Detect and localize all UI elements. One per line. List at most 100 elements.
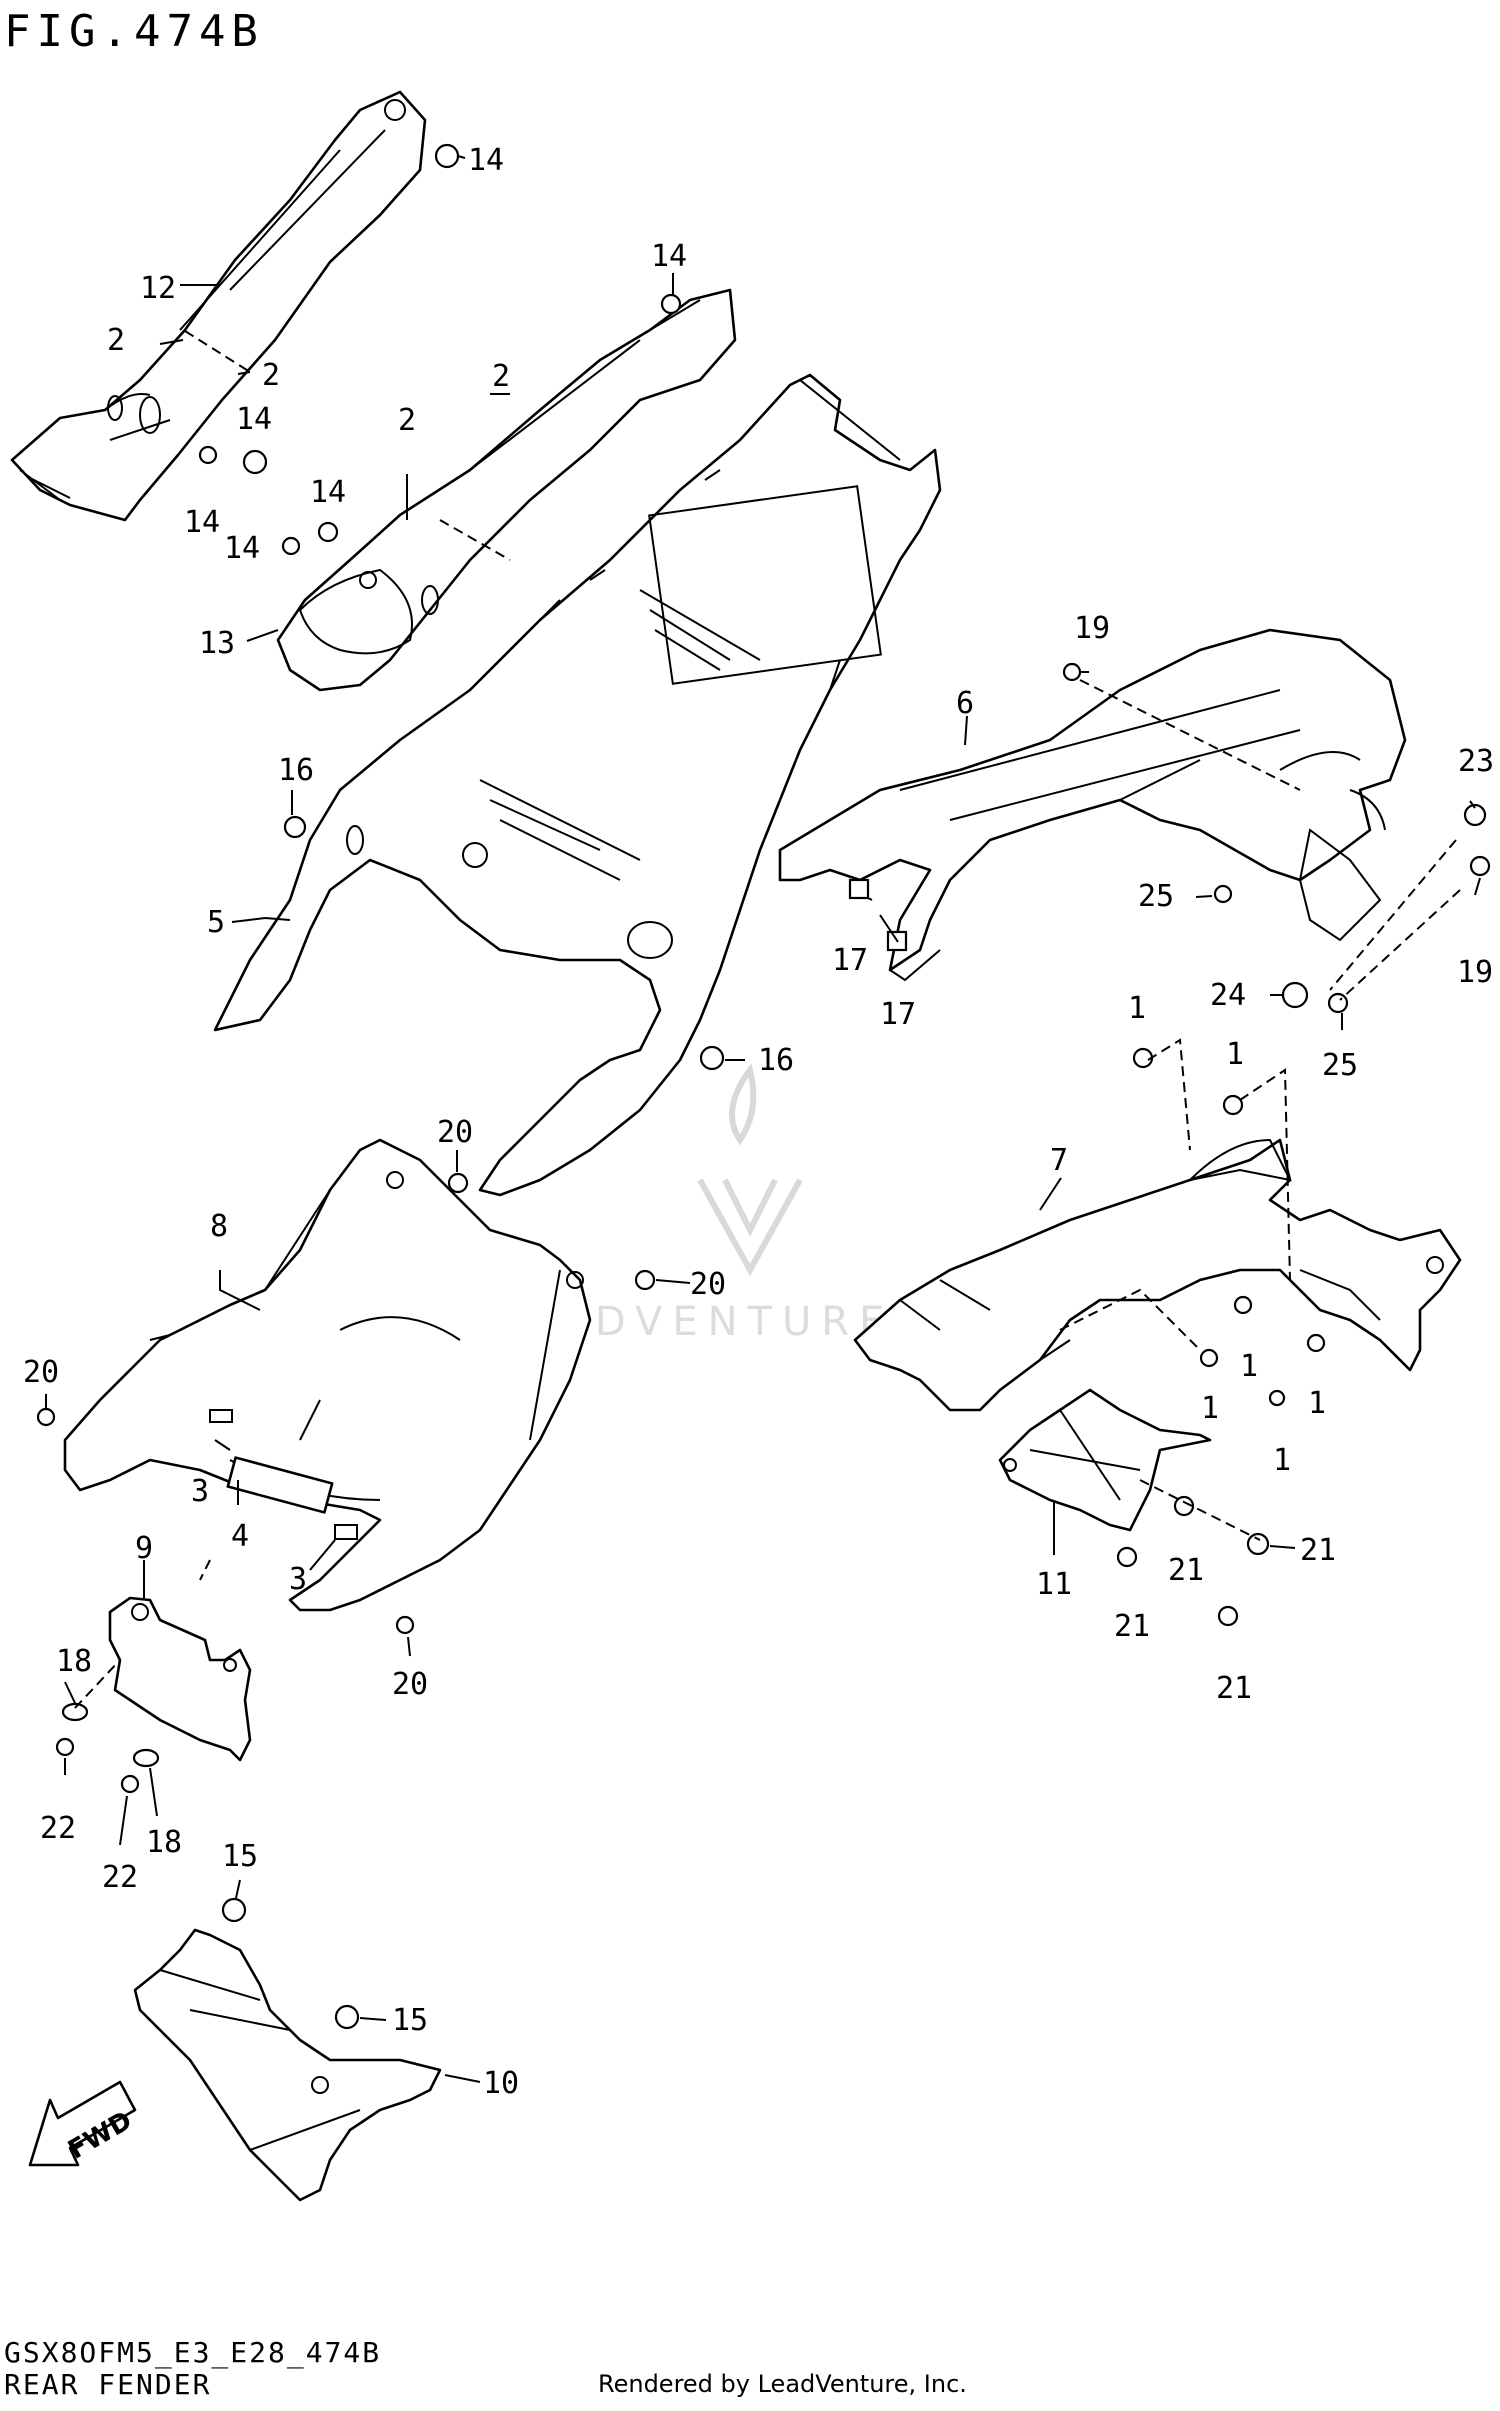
callout-10: 10 [483,2066,519,2101]
screw-1b [1222,1094,1244,1116]
washer-18b [132,1748,160,1768]
callout-1: 1 [1226,1037,1244,1072]
callout-1: 1 [1273,1443,1291,1478]
callout-3: 3 [289,1562,307,1597]
bolt-21b [1246,1532,1270,1556]
callout-21: 21 [1300,1533,1336,1568]
bolt-14f [281,536,301,556]
callout-2: 2 [492,359,510,394]
callout-16: 16 [758,1043,794,1078]
bolt-20d [395,1615,415,1635]
assembly-lines [74,330,1461,1709]
nut-24 [1281,981,1309,1009]
bolt-19a [1062,662,1082,682]
callout-20: 20 [690,1267,726,1302]
callout-15: 15 [222,1839,258,1874]
fasteners [36,143,1491,2030]
bolt-16a [283,815,307,839]
callout-14: 14 [468,143,504,178]
callout-21: 21 [1168,1553,1204,1588]
callout-3: 3 [191,1474,209,1509]
nut-15b [334,2004,360,2030]
nut-15a [221,1897,247,1923]
callout-23: 23 [1458,744,1494,779]
callout-1: 1 [1240,1349,1258,1384]
callout-4: 4 [231,1519,249,1554]
callout-14: 14 [184,505,220,540]
figure-name: REAR FENDER [4,2368,212,2401]
callout-25: 25 [1138,879,1174,914]
callout-labels: 14 12 2 2 14 2 14 2 14 14 14 13 19 6 23 … [23,143,1494,2101]
screw-1c [1233,1295,1253,1315]
callout-1: 1 [1128,991,1146,1026]
callout-17: 17 [832,943,868,978]
callout-24: 24 [1210,978,1246,1013]
callout-18: 18 [56,1644,92,1679]
bolt-14d [198,445,218,465]
screw-1f [1268,1389,1286,1407]
bolt-14b [660,293,682,315]
figure-title: FIG.474B [4,6,264,57]
part-12-side-cover [10,90,427,522]
callout-14: 14 [651,239,687,274]
bolt-20b [634,1269,656,1291]
bolt-20a [447,1172,469,1194]
bolt-23 [1463,803,1487,827]
fwd-arrow: FWD [28,2080,137,2167]
callout-1: 1 [1308,1386,1326,1421]
callout-1: 1 [1201,1391,1219,1426]
callout-11: 11 [1036,1567,1072,1602]
washer-25a [1213,884,1233,904]
part-5-rear-frame-panel [213,373,942,1197]
screw-1a [1132,1047,1154,1069]
bolt-14e [317,521,339,543]
callout-13: 13 [199,626,235,661]
callout-9: 9 [135,1531,153,1566]
screw-1e [1306,1333,1326,1353]
screw-22b [120,1774,140,1794]
callout-21: 21 [1216,1671,1252,1706]
callout-14: 14 [310,475,346,510]
part-6-rear-fender [778,628,1407,982]
callout-19: 19 [1074,611,1110,646]
washer-18a [61,1702,89,1722]
bolt-16b [699,1045,725,1071]
screw-1d [1199,1348,1219,1368]
bolt-21d [1217,1605,1239,1627]
leader-lines [45,155,1481,2083]
bolt-14a [434,143,460,169]
callout-17: 17 [880,997,916,1032]
callout-2: 2 [107,323,125,358]
figure-code: GSX8OFM5_E3_E28_474B [4,2336,382,2369]
callout-22: 22 [40,1811,76,1846]
part-8-inner-fender [63,1138,592,1612]
bolt-14c [242,449,268,475]
callout-21: 21 [1114,1609,1150,1644]
washer-25b [1327,992,1349,1014]
part-9-plate [108,1596,252,1762]
bolt-21a [1173,1495,1195,1517]
callout-6: 6 [956,686,974,721]
callout-22: 22 [102,1860,138,1895]
callout-16: 16 [278,753,314,788]
callout-15: 15 [392,2003,428,2038]
callout-19: 19 [1457,955,1493,990]
callout-2: 2 [398,403,416,438]
part-11-bracket [998,1388,1212,1532]
bolt-20c [36,1407,56,1427]
part-7-fender-lower [853,1138,1462,1412]
callout-7: 7 [1050,1143,1068,1178]
render-credit: Rendered by LeadVenture, Inc. [598,2370,967,2398]
part-13-side-cover [276,288,737,692]
part-10-mount [133,1928,442,2202]
callout-25: 25 [1322,1048,1358,1083]
nut-17a [848,878,870,900]
callout-5: 5 [207,905,225,940]
callout-2: 2 [262,358,280,393]
callout-14: 14 [224,531,260,566]
callout-20: 20 [392,1667,428,1702]
screw-22a [55,1737,75,1757]
callout-8: 8 [210,1209,228,1244]
